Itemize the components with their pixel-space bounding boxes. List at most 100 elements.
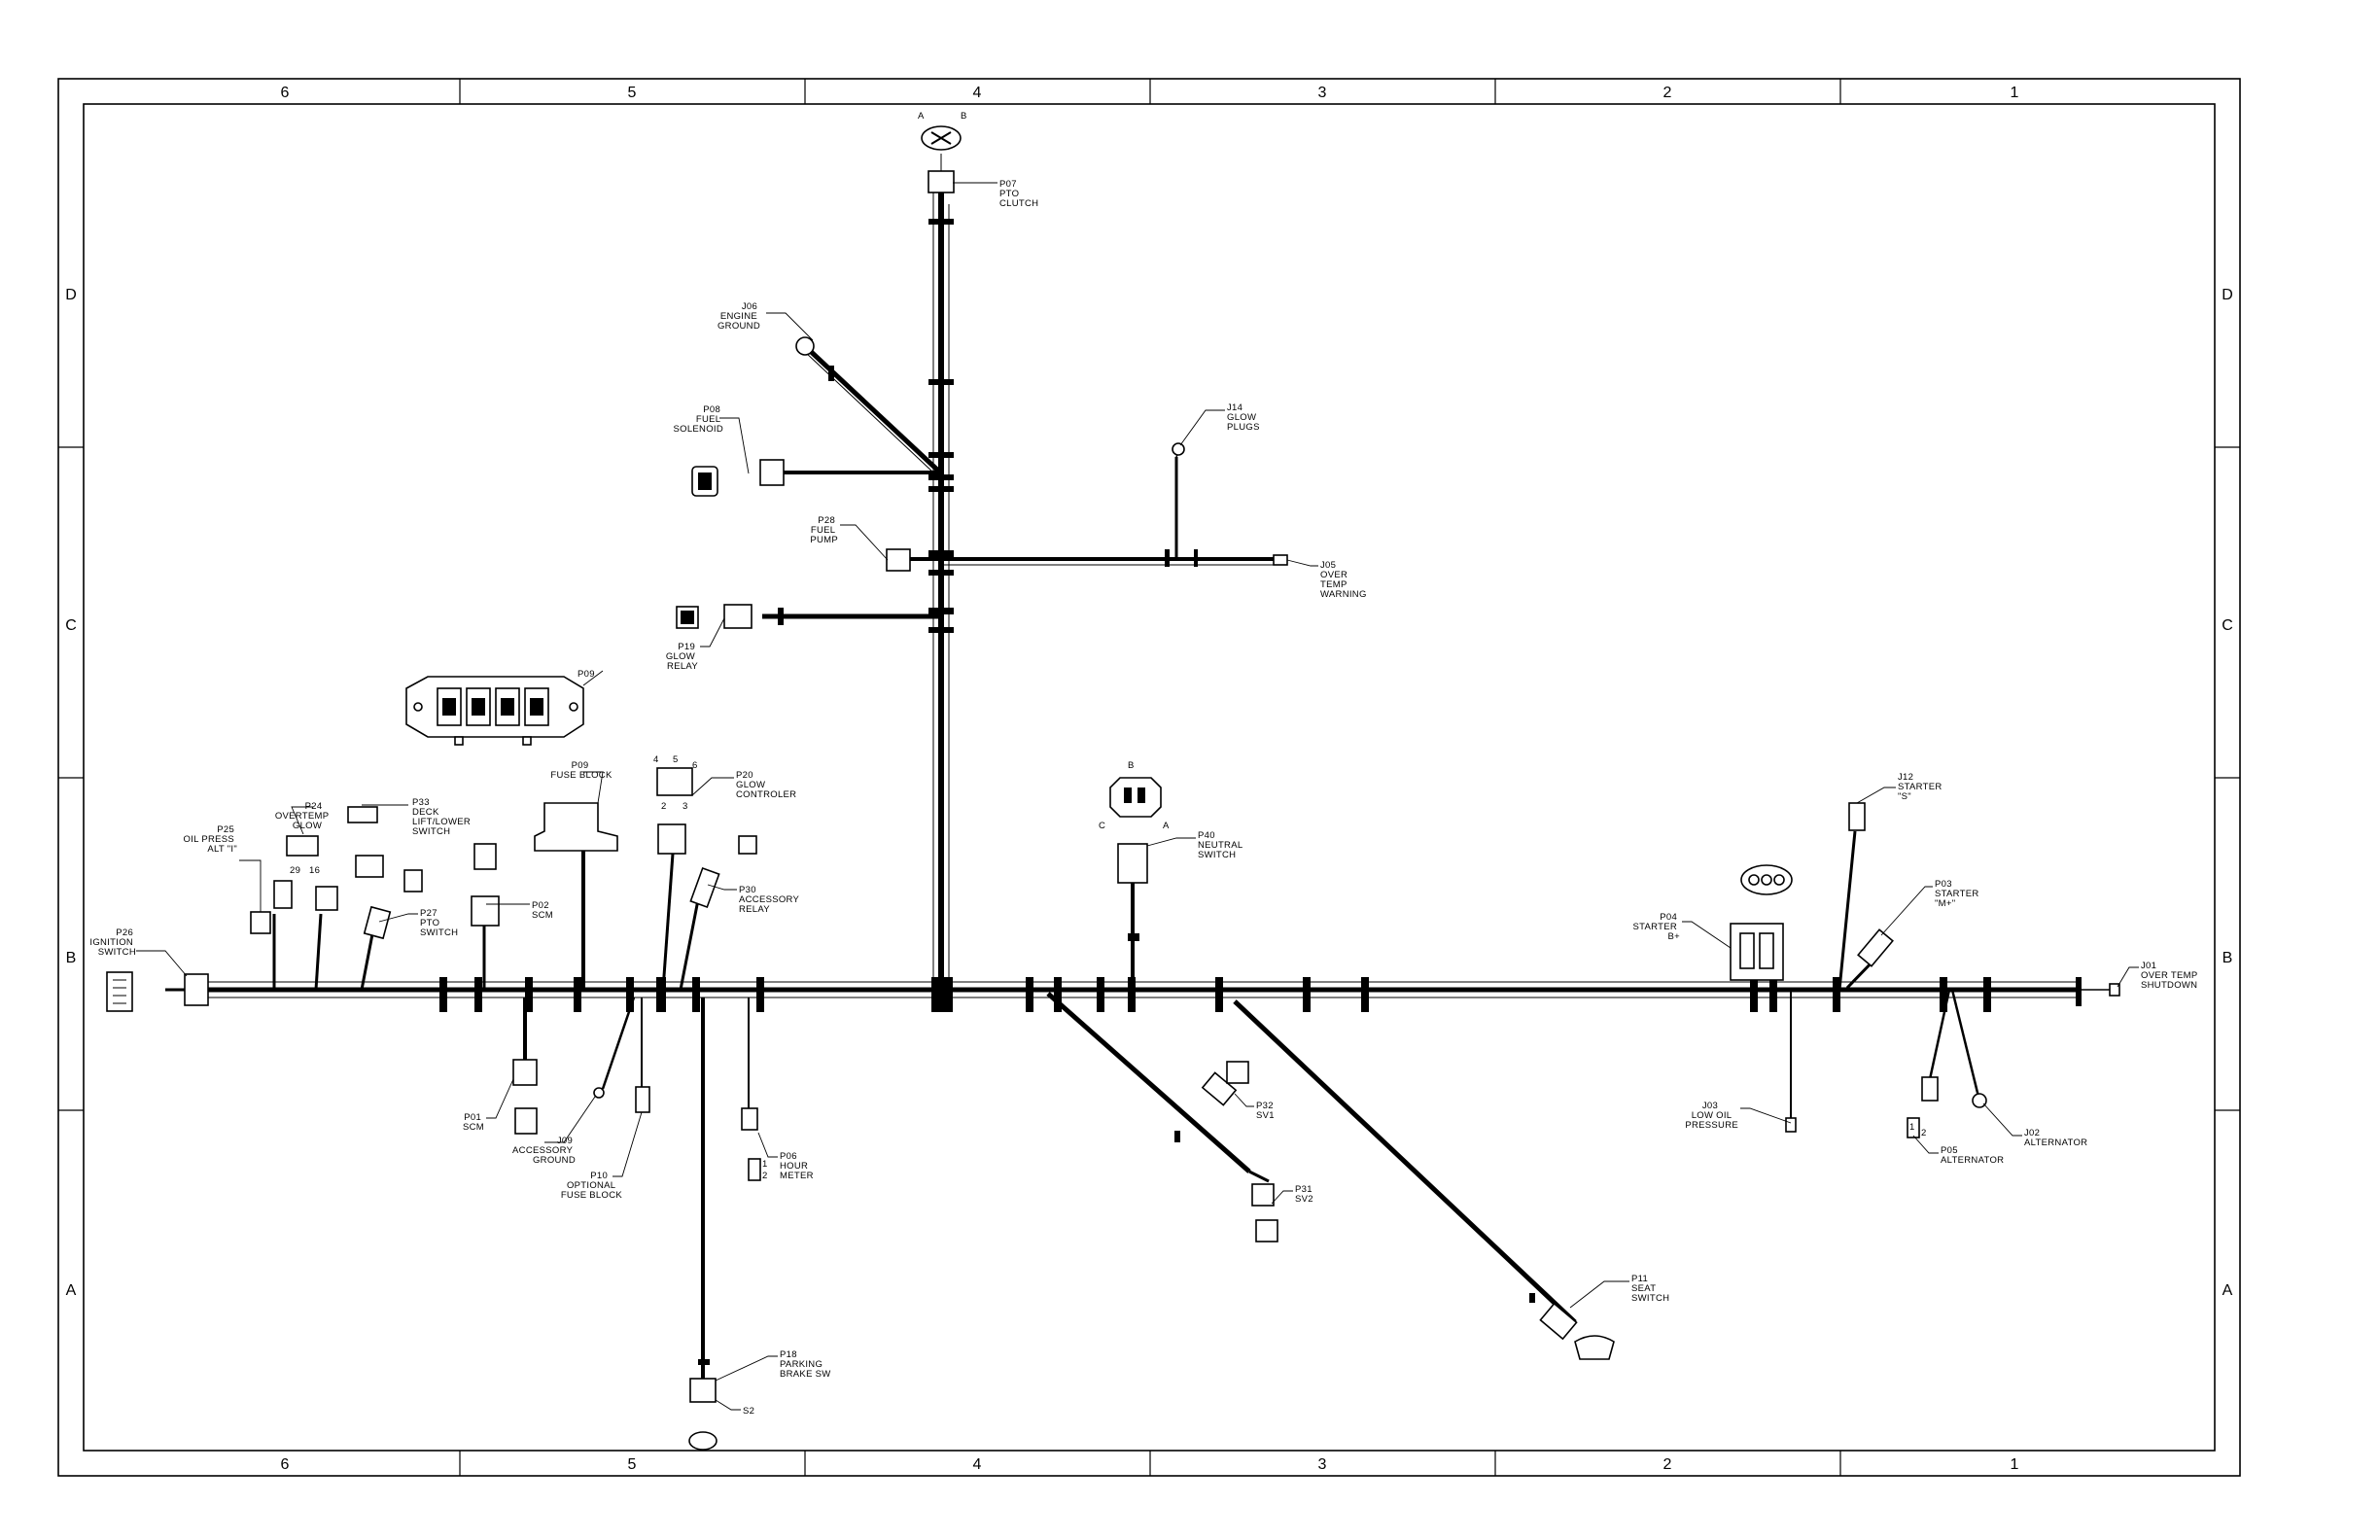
zone-left-1: C — [65, 617, 77, 634]
callout-labels: P07 PTO CLUTCH J06 ENGINE GROUND P08 FUE… — [89, 179, 2197, 1417]
p06-pin-1: 1 — [762, 1159, 768, 1170]
zone-top-5: 1 — [2011, 85, 2019, 101]
j06-label: J06 ENGINE GROUND — [718, 301, 760, 332]
p20-label: P20 GLOW CONTROLER — [736, 770, 796, 800]
p20-pin-6: 6 — [692, 760, 698, 771]
p01-label: P01 SCM — [463, 1112, 484, 1133]
zone-bottom-1: 5 — [628, 1456, 637, 1473]
zone-bottom-0: 6 — [281, 1456, 290, 1473]
p20-connector — [656, 767, 693, 855]
p07-pin-a: A — [918, 111, 925, 122]
p03-label: P03 STARTER "M+" — [1935, 879, 1982, 909]
p33-label: P33 DECK LIFT/LOWER SWITCH — [412, 797, 473, 837]
p26-ignition-switch — [106, 971, 209, 1012]
zone-right-3: A — [2222, 1282, 2233, 1299]
j05-connector — [1273, 554, 1288, 566]
zone-top-0: 6 — [281, 85, 290, 101]
p24-connector — [286, 835, 338, 911]
p28-label: P28 FUEL PUMP — [810, 515, 838, 545]
p40-connector — [1109, 777, 1162, 884]
p27-label: P27 PTO SWITCH — [420, 908, 458, 938]
zone-right-0: D — [2222, 287, 2233, 303]
p33-connector — [347, 806, 384, 878]
zone-left-0: D — [65, 287, 77, 303]
zone-labels-top: 6 5 4 3 2 1 — [281, 85, 2019, 101]
p09-fuse-block-detail — [405, 676, 584, 746]
zone-bottom-5: 1 — [2011, 1456, 2019, 1473]
p05-pin-2: 2 — [1921, 1128, 1927, 1138]
p31-sv2-connector — [1251, 1183, 1278, 1242]
p20-pin-5: 5 — [673, 754, 679, 765]
s2-label: S2 — [743, 1406, 754, 1417]
p40-label: P40 NEUTRAL SWITCH — [1198, 830, 1245, 860]
j09-ring-terminal — [593, 1087, 605, 1099]
p08-connector — [691, 459, 785, 497]
p30-connector — [689, 835, 757, 909]
p40-pin-a: A — [1163, 821, 1170, 831]
j06-ring-terminal — [795, 336, 815, 356]
p30-label: P30 ACCESSORY RELAY — [739, 885, 802, 915]
j02-label: J02 ALTERNATOR — [2024, 1128, 2087, 1148]
p01-connector — [512, 1059, 538, 1135]
p11-seat-switch — [1539, 1302, 1615, 1360]
p25-label: P25 OIL PRESS ALT "I" — [184, 824, 237, 855]
p19-connector — [676, 604, 752, 629]
p24-pin-29: 29 — [290, 865, 300, 876]
p18-connector — [688, 1378, 718, 1451]
pin-marks: A B B C A 29 16 4 5 6 2 3 1 2 1 2 — [290, 111, 1927, 1181]
p32-label: P32 SV1 — [1256, 1101, 1277, 1121]
p40-pin-b: B — [1128, 760, 1135, 771]
p20-pin-3: 3 — [682, 801, 688, 812]
p11-label: P11 SEAT SWITCH — [1631, 1274, 1669, 1304]
p03-terminal — [1857, 928, 1894, 967]
p05-pin-1: 1 — [1909, 1122, 1915, 1133]
j01-connector — [2109, 983, 2120, 997]
p05-connector — [1907, 1076, 1939, 1138]
zone-top-3: 3 — [1318, 85, 1327, 101]
zone-left-2: B — [66, 950, 77, 966]
connector-shapes — [106, 125, 2120, 1451]
j03-connector — [1785, 1117, 1797, 1133]
j14-label: J14 GLOW PLUGS — [1227, 402, 1260, 433]
zone-labels-right: D C B A — [2222, 287, 2233, 1299]
p09-detail-label: P09 — [578, 669, 595, 680]
p31-label: P31 SV2 — [1295, 1184, 1315, 1205]
harness-clips — [439, 219, 2082, 1365]
p24-label: P24 OVERTEMP GLOW — [275, 801, 332, 831]
p28-connector — [886, 548, 911, 572]
p09-label: P09 FUSE BLOCK — [550, 760, 612, 781]
j14-terminal — [1172, 442, 1185, 456]
zone-labels-bottom: 6 5 4 3 2 1 — [281, 1456, 2019, 1473]
p20-pin-4: 4 — [653, 754, 659, 765]
p06-connector — [741, 1107, 761, 1181]
zone-top-2: 4 — [973, 85, 982, 101]
j12-terminal — [1848, 802, 1866, 831]
zone-right-1: C — [2222, 617, 2233, 634]
zone-left-3: A — [66, 1282, 77, 1299]
p24-pin-16: 16 — [309, 865, 320, 876]
p07-pin-b: B — [961, 111, 967, 122]
j02-ring-terminal — [1972, 1093, 1987, 1108]
p06-pin-2: 2 — [762, 1171, 768, 1181]
p25-connector — [250, 880, 293, 934]
drawing-frame — [57, 78, 2241, 1477]
zone-labels-left: D C B A — [65, 287, 77, 1299]
p07-connector — [921, 125, 962, 193]
p10-label: P10 OPTIONAL FUSE BLOCK — [561, 1171, 623, 1201]
j09-label: J09 ACCESSORY GROUND — [512, 1136, 576, 1166]
p04-connector — [1730, 864, 1793, 981]
harness-wiring — [165, 175, 2110, 1379]
zone-bottom-4: 2 — [1663, 1456, 1672, 1473]
zone-bottom-3: 3 — [1318, 1456, 1327, 1473]
zone-top-1: 5 — [628, 85, 637, 101]
j12-label: J12 STARTER "S" — [1898, 772, 1945, 802]
p20-pin-2: 2 — [661, 801, 667, 812]
p08-label: P08 FUEL SOLENOID — [674, 404, 724, 435]
leader-lines — [136, 182, 2139, 1411]
p18-label: P18 PARKING BRAKE SW — [780, 1349, 831, 1380]
p27-connector — [363, 869, 423, 940]
p19-label: P19 GLOW RELAY — [666, 642, 699, 672]
p40-pin-c: C — [1099, 821, 1105, 831]
p26-label: P26 IGNITION SWITCH — [89, 928, 136, 958]
p05-label: P05 ALTERNATOR — [1941, 1145, 2004, 1166]
